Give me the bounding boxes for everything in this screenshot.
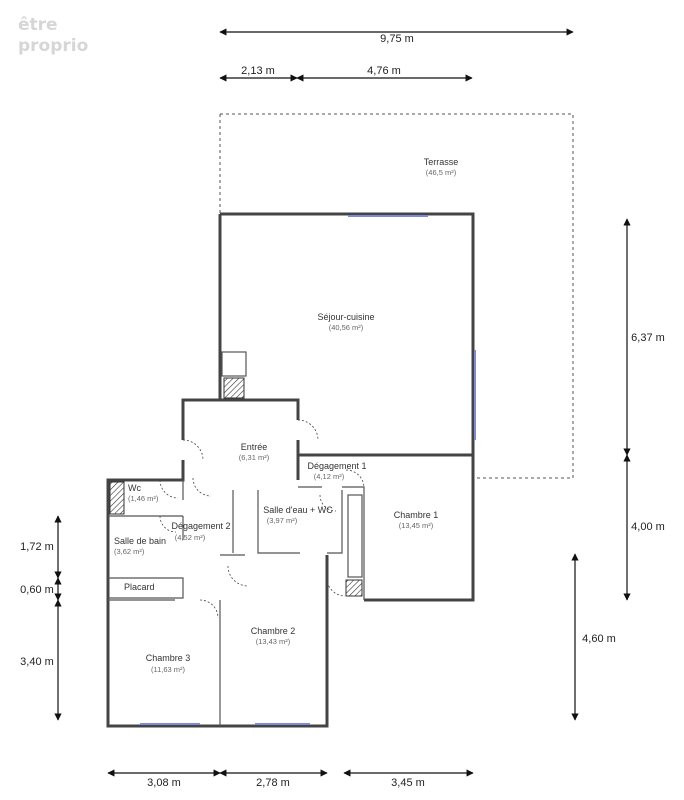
logo-line-2: proprio [18, 36, 88, 56]
room-name-wc: Wc [128, 483, 141, 493]
dim-label-left-1: 1,72 m [20, 541, 54, 553]
room-area-chambre-2: (13,43 m²) [256, 637, 291, 646]
room-name-sejour: Séjour-cuisine [317, 312, 374, 322]
room-name-chambre-2: Chambre 2 [251, 626, 296, 636]
room-area-degagement-1: (4,12 m²) [314, 472, 345, 481]
dim-label-top-total: 9,75 m [380, 33, 414, 45]
room-name-placard: Placard [124, 582, 155, 592]
room-name-degagement-2: Dégagement 2 [171, 521, 230, 531]
walls [106, 212, 476, 728]
room-name-entree: Entrée [241, 442, 268, 452]
dimension-lines: 9,75 m 2,13 m 4,76 m 6,37 m 4,00 m 4,60 … [20, 28, 665, 789]
room-name-chambre-1: Chambre 1 [394, 510, 439, 520]
dim-label-left-2: 0,60 m [20, 584, 54, 596]
room-name-degagement-1: Dégagement 1 [307, 461, 366, 471]
room-area-degagement-2: (4,52 m²) [175, 533, 206, 542]
dim-label-left-3: 3,40 m [20, 656, 54, 668]
room-area-wc: (1,46 m²) [128, 494, 159, 503]
dim-label-top-left: 2,13 m [241, 65, 275, 77]
room-name-salle-bain: Salle de bain [114, 536, 166, 546]
terrace-outline [220, 113, 574, 479]
room-area-salle-eau: (3,97 m²) [267, 516, 298, 525]
door-swings [159, 419, 365, 619]
room-name-chambre-3: Chambre 3 [146, 653, 191, 663]
room-area-sejour: (40,56 m²) [329, 323, 364, 332]
dim-label-bottom-2: 2,78 m [256, 777, 290, 789]
logo-line-1: être [18, 15, 58, 35]
room-name-salle-eau: Salle d'eau + WC [263, 505, 333, 515]
dim-label-top-right: 4,76 m [367, 65, 401, 77]
dim-label-right-lower: 4,00 m [631, 521, 665, 533]
dim-label-right-upper: 6,37 m [631, 332, 665, 344]
room-name-terrasse: Terrasse [424, 157, 459, 167]
room-area-salle-bain: (3,62 m²) [114, 547, 145, 556]
room-area-chambre-1: (13,45 m²) [399, 521, 434, 530]
room-area-chambre-3: (11,63 m²) [151, 665, 186, 674]
logo: être proprio [18, 15, 88, 56]
dim-label-bottom-3: 3,45 m [391, 777, 425, 789]
room-area-terrasse: (46,5 m²) [426, 168, 457, 177]
dim-label-bottom-1: 3,08 m [147, 777, 181, 789]
room-labels: Terrasse (46,5 m²) Séjour-cuisine (40,56… [114, 157, 458, 674]
dim-label-right-bottom: 4,60 m [582, 633, 616, 645]
room-area-entree: (6,31 m²) [239, 453, 270, 462]
